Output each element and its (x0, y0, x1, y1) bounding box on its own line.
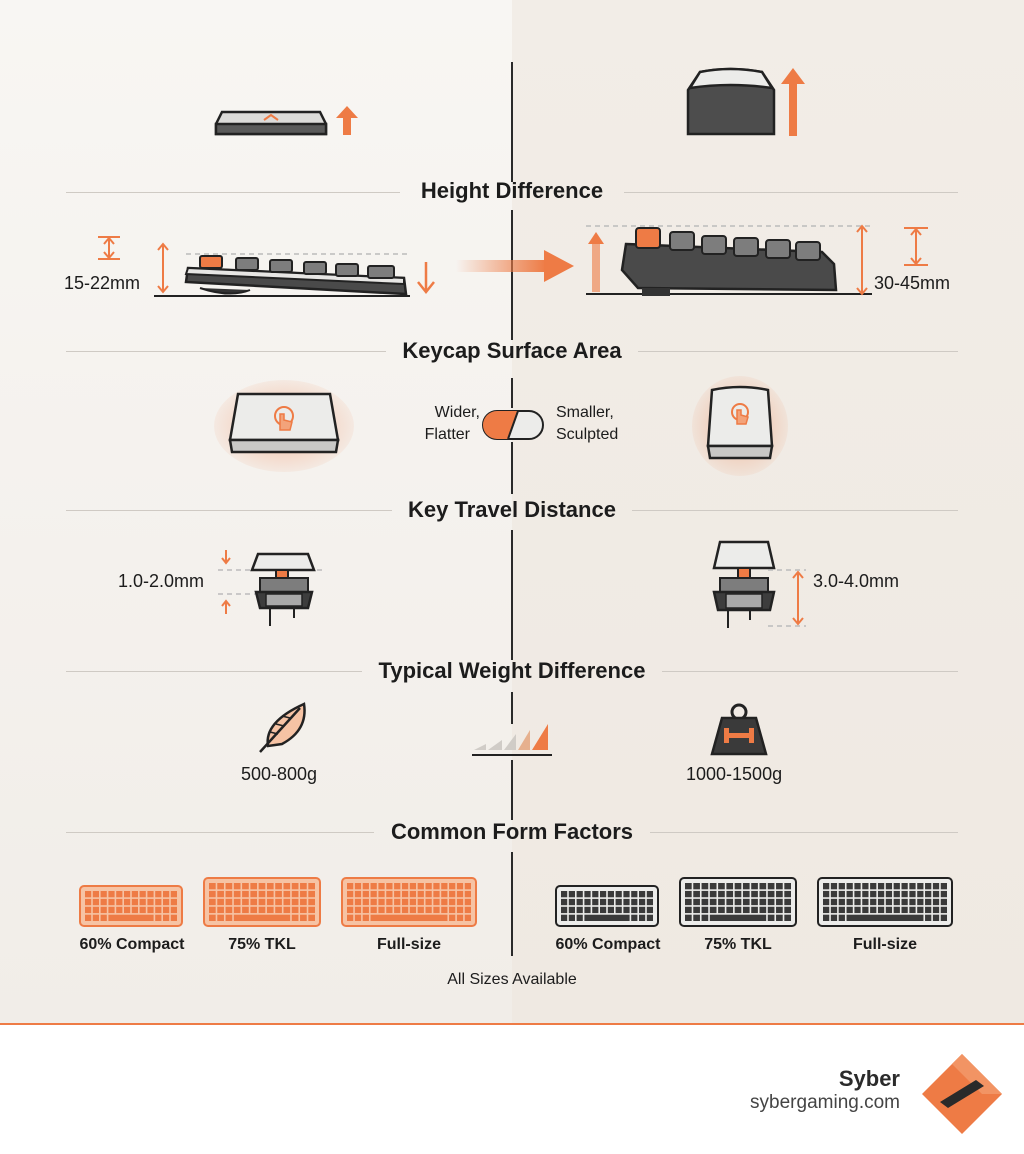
weight-left-value: 500-800g (241, 764, 318, 784)
section-title-weight: Typical Weight Difference (378, 658, 646, 683)
center-divider (511, 852, 513, 956)
low-profile-switch-icon (218, 550, 324, 626)
keyboard-icon-right-full (817, 877, 953, 927)
section-rule (66, 832, 374, 833)
low-profile-keyboard-icon (98, 236, 435, 297)
brand-name: Syber (838, 1066, 900, 1091)
section-title-travel: Key Travel Distance (408, 497, 616, 522)
height-left-value: 15-22mm (64, 273, 141, 293)
center-divider (511, 530, 513, 660)
center-divider (511, 62, 513, 182)
section-rule (662, 671, 958, 672)
section-rule (624, 192, 958, 193)
height-right-value: 30-45mm (874, 273, 951, 293)
standard-switch-icon (712, 540, 806, 628)
low-profile-background (0, 0, 512, 1025)
right-arrow-icon (456, 250, 574, 282)
weight-icon (710, 703, 768, 756)
form-note: All Sizes Available (447, 971, 577, 988)
standard-background (512, 0, 1024, 1025)
section-rule (632, 510, 958, 511)
bars-icon (472, 724, 552, 756)
standard-keycap-icon (686, 67, 776, 136)
keycap-left-text-2: Flatter (424, 426, 470, 443)
weight-right-value: 1000-1500g (686, 764, 783, 784)
touch-icon (274, 406, 294, 431)
up-arrow-icon (336, 106, 358, 135)
form-left-label-0: 60% Compact (79, 936, 185, 953)
wide-keycap-icon (214, 380, 354, 472)
footer (0, 1025, 1024, 1154)
travel-left-value: 1.0-2.0mm (118, 571, 205, 591)
touch-icon (731, 403, 749, 425)
form-factor-keyboards (79, 877, 953, 927)
comparison-toggle-icon (482, 410, 544, 440)
keyboard-icon-right-60 (555, 885, 659, 927)
section-rule (66, 671, 362, 672)
low-profile-keycap-icon (214, 110, 328, 136)
form-left-label-1: 75% TKL (228, 936, 296, 953)
keycap-right-text-1: Smaller, (556, 404, 614, 421)
form-right-label-0: 60% Compact (555, 936, 661, 953)
section-rule (638, 351, 958, 352)
section-title-height: Height Difference (420, 178, 604, 203)
form-right-label-2: Full-size (852, 936, 917, 953)
sculpted-keycap-icon (692, 376, 788, 476)
standard-keyboard-icon (586, 224, 928, 296)
keyboard-icon-left-60 (79, 885, 183, 927)
up-arrow-icon (781, 68, 805, 136)
section-title-keycap: Keycap Surface Area (402, 338, 622, 363)
footer-accent-line (0, 1023, 1024, 1026)
center-divider (511, 378, 513, 408)
section-rule (66, 510, 392, 511)
feather-icon (259, 702, 306, 753)
form-left-label-2: Full-size (376, 936, 441, 953)
form-right-label-1: 75% TKL (704, 936, 772, 953)
brand-url: sybergaming.com (750, 1092, 900, 1113)
center-divider (511, 442, 513, 494)
section-title-form: Common Form Factors (390, 819, 634, 844)
keycap-left-text-1: Wider, (434, 404, 480, 421)
center-divider (511, 760, 513, 820)
section-rule (66, 192, 400, 193)
center-divider (511, 210, 513, 340)
travel-right-value: 3.0-4.0mm (813, 571, 900, 591)
section-rule (66, 351, 386, 352)
section-rule (650, 832, 958, 833)
keycap-right-text-2: Sculpted (556, 426, 619, 443)
keyboard-icon-left-75 (203, 877, 321, 927)
center-divider (511, 692, 513, 724)
keyboard-icon-right-75 (679, 877, 797, 927)
keyboard-icon-left-full (341, 877, 477, 927)
logo-icon (922, 1054, 1002, 1134)
